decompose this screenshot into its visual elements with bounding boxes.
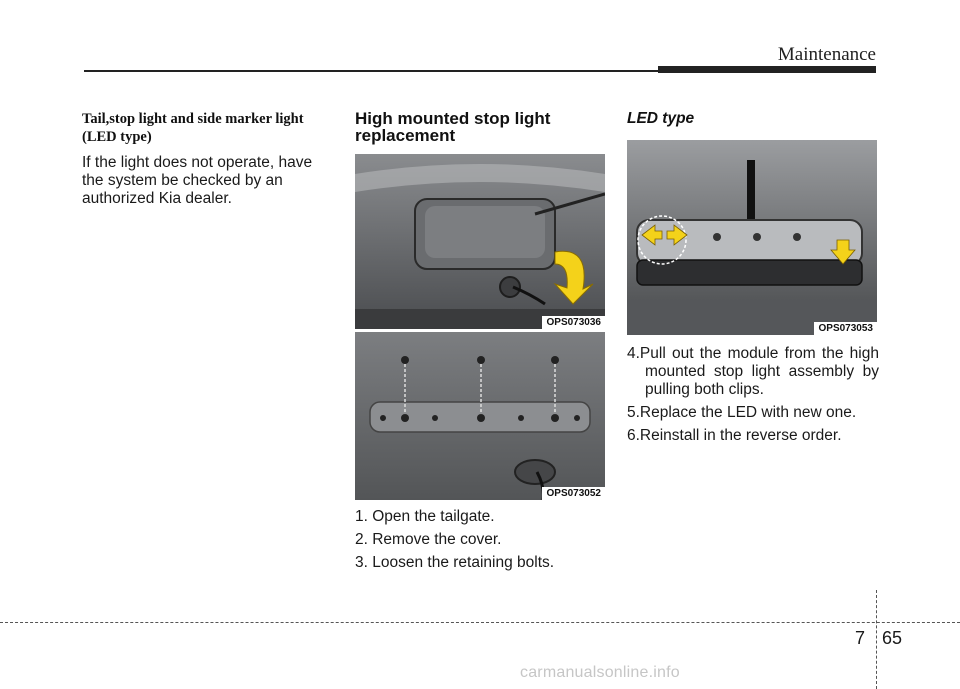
footer-rule — [0, 622, 960, 623]
section-title: Maintenance — [777, 44, 876, 65]
figure-code-3: OPS073053 — [813, 322, 877, 335]
page-number: 65 — [882, 628, 903, 648]
led-type-heading: LED type — [627, 110, 695, 127]
step-1: 1. Open the tailgate. — [355, 508, 495, 525]
step-3: 3. Loosen the retaining bolts. — [355, 554, 555, 571]
cover-bolts-illustration — [355, 332, 605, 500]
stop-light-heading: High mounted stop light replacement — [355, 109, 551, 145]
header-rule — [84, 70, 660, 72]
steps-4-6: 4.Pull out the module from the high moun… — [627, 345, 879, 445]
steps-1-3: 1. Open the tailgate. 2. Remove the cove… — [355, 508, 605, 572]
cover-bolts-photo: OPS073052 — [355, 332, 605, 500]
right-column: LED type OPS073053 4.Pull out the module… — [627, 110, 879, 445]
tailgate-illustration — [355, 154, 605, 329]
step-4: 4.Pull out the module from the high moun… — [627, 345, 879, 398]
led-module-photo: OPS073053 — [627, 140, 877, 335]
chapter-number: 7 — [855, 628, 866, 648]
footer-divider — [876, 590, 877, 689]
step-2: 2. Remove the cover. — [355, 531, 502, 548]
middle-column: High mounted stop light replacement OPS0… — [355, 110, 605, 572]
figure-code-2: OPS073052 — [541, 487, 605, 500]
led-body-text: If the light does not operate, have the … — [82, 154, 313, 207]
led-subheading: Tail,stop light and side marker light (L… — [82, 111, 304, 145]
step-6: 6.Reinstall in the reverse order. — [627, 427, 842, 444]
tailgate-photo: OPS073036 — [355, 154, 605, 329]
figure-code-1: OPS073036 — [541, 316, 605, 329]
header-bar — [658, 66, 876, 73]
watermark-link[interactable]: carmanualsonline.info — [520, 664, 680, 681]
left-column: Tail,stop light and side marker light (L… — [82, 110, 337, 208]
step-5: 5.Replace the LED with new one. — [627, 404, 857, 421]
led-module-illustration — [627, 140, 877, 335]
